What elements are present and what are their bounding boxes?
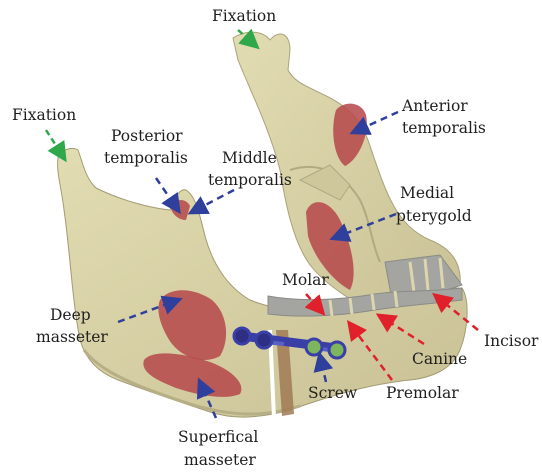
fixation-left-label: Fixation: [12, 106, 76, 124]
posterior-temporalis-label-1: Posterior: [111, 127, 183, 145]
premolar-label: Premolar: [386, 384, 459, 402]
canine-label: Canine: [412, 350, 467, 368]
screw-head-1: [306, 339, 322, 355]
incisor-label: Incisor: [484, 332, 539, 350]
deep-masseter-label-1: Deep: [50, 306, 91, 324]
superficial-masseter-label-2: masseter: [184, 451, 256, 469]
plate-hole-1: [234, 328, 250, 344]
deep-masseter-label-2: masseter: [36, 328, 108, 346]
medial-pterygold-label-1: Medial: [400, 184, 454, 202]
posterior-temporalis-label-2: temporalis: [104, 149, 188, 167]
superficial-masseter-label-1: Superfical: [178, 428, 258, 446]
anterior-temporalis-label-1: Anterior: [401, 97, 468, 115]
screw-label: Screw: [308, 384, 358, 402]
middle-temporalis-label-2: temporalis: [208, 171, 292, 189]
screw-head-2: [329, 342, 345, 358]
plate-hole-2: [256, 332, 272, 348]
middle-temporalis-label-1: Middle: [222, 149, 277, 167]
fixation-top-label: Fixation: [212, 7, 276, 25]
medial-pterygold-label-2: pterygold: [396, 207, 472, 225]
middle-temporalis-arrow: [192, 190, 234, 212]
molar-label: Molar: [282, 271, 329, 289]
anterior-temporalis-label-2: temporalis: [402, 119, 486, 137]
